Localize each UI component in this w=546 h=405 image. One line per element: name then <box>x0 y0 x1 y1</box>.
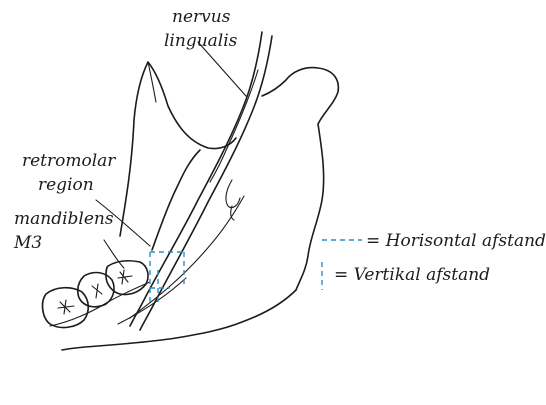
tooth-m1-fissure <box>58 300 74 314</box>
condyle <box>262 68 338 124</box>
label-lingualis: lingualis <box>164 31 238 51</box>
tooth-m3 <box>106 261 148 295</box>
tooth-m3-fissure <box>118 270 132 284</box>
ramus-posterior-border <box>296 124 324 290</box>
label-m3: M3 <box>13 233 42 253</box>
legend-vertical-text: = Vertikal afstand <box>334 265 490 285</box>
legend-horizontal-text: = Horisontal afstand <box>366 231 546 251</box>
mylohyoid-line <box>130 196 244 318</box>
mandible-lower-border <box>62 290 296 350</box>
legend: = Horisontal afstand = Vertikal afstand <box>322 231 546 290</box>
label-mandiblens: mandiblens <box>14 209 114 229</box>
label-nervus: nervus <box>172 7 231 27</box>
coronoid-process <box>120 62 236 236</box>
ramus-anterior-border <box>152 150 200 250</box>
lingula <box>226 180 240 208</box>
label-retromolar: retromolar <box>22 151 116 171</box>
label-region: region <box>38 175 94 195</box>
tooth-m2-fissure <box>92 284 102 298</box>
